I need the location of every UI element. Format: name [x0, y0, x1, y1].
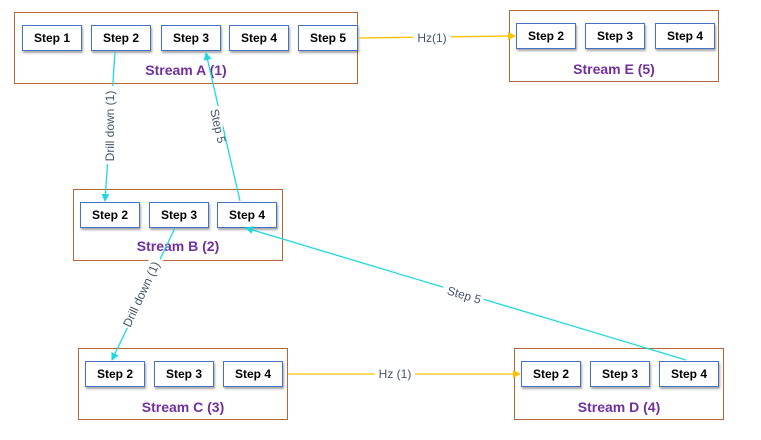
stream-c-step-3[interactable]: Step 3	[154, 361, 214, 387]
stream-b-step-3[interactable]: Step 3	[149, 202, 209, 228]
link-a2-b2-label: Drill down (1)	[103, 91, 117, 162]
link-a5-e2-label-bg	[413, 30, 451, 45]
stream-b-step-2[interactable]: Step 2	[80, 202, 140, 228]
stream-e-step-2[interactable]: Step 2	[516, 23, 576, 49]
stream-b-label: Stream B (2)	[136, 238, 220, 254]
stream-c-label: Stream C (3)	[141, 399, 225, 415]
stream-d-step-4[interactable]: Step 4	[659, 361, 719, 387]
stream-a-step-5[interactable]: Step 5	[298, 25, 358, 51]
stream-a-step-1[interactable]: Step 1	[22, 25, 82, 51]
stream-a-step-4[interactable]: Step 4	[229, 25, 289, 51]
stream-d-label: Stream D (4)	[577, 399, 661, 415]
stream-d-step-2[interactable]: Step 2	[521, 361, 581, 387]
link-d4-b4-label: Step 5	[446, 284, 484, 307]
link-c4-d2-label-bg	[375, 367, 415, 382]
stream-a-label: Stream A (1)	[145, 62, 227, 78]
stream-a: Step 1 Step 2 Step 3 Step 4 Step 5 Strea…	[14, 12, 358, 84]
stream-e-step-4[interactable]: Step 4	[655, 23, 715, 49]
link-b4-a3-label-bg	[205, 106, 223, 146]
stream-e: Step 2 Step 3 Step 4 Stream E (5)	[509, 10, 719, 82]
stream-e-label: Stream E (5)	[573, 61, 655, 77]
link-b3-c2-label-bg	[118, 254, 172, 334]
stream-d: Step 2 Step 3 Step 4 Stream D (4)	[514, 348, 724, 420]
stream-c-step-2[interactable]: Step 2	[85, 361, 145, 387]
stream-b-step-4[interactable]: Step 4	[217, 202, 277, 228]
stream-a-step-2[interactable]: Step 2	[91, 25, 151, 51]
link-c4-d2-label: Hz (1)	[379, 367, 412, 381]
stream-c-step-4[interactable]: Step 4	[223, 361, 283, 387]
stream-d-step-3[interactable]: Step 3	[590, 361, 650, 387]
link-d4-b4-label-bg	[440, 281, 486, 308]
link-a5-e2-label: Hz(1)	[417, 31, 446, 45]
stream-a-step-3[interactable]: Step 3	[161, 25, 221, 51]
stream-e-step-3[interactable]: Step 3	[585, 23, 645, 49]
link-a2-b2-label-bg	[101, 86, 119, 164]
